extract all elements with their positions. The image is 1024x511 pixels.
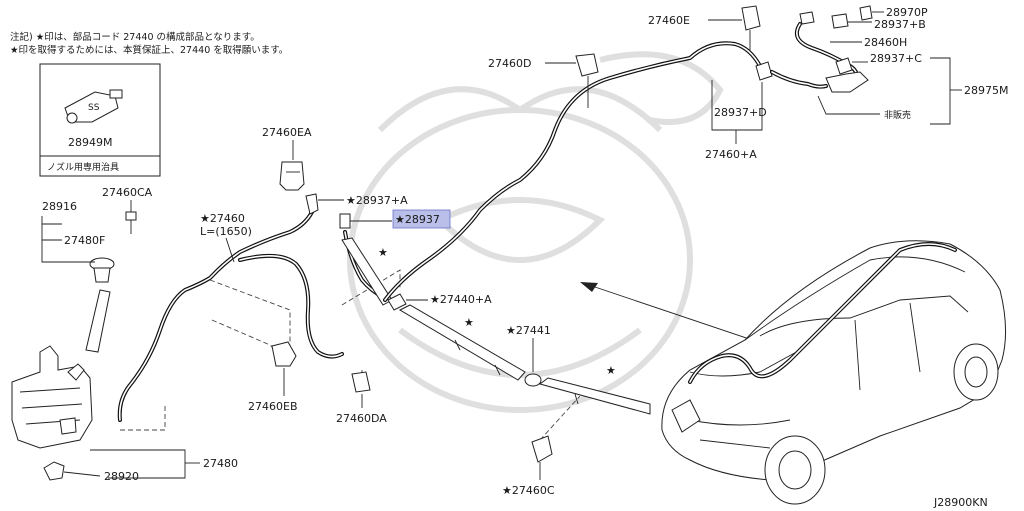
label-star-1: ★ — [378, 246, 388, 259]
washer-nozzle-strip — [341, 237, 651, 415]
joint-27441-icon — [524, 373, 542, 387]
label-28937B[interactable]: 28937+B — [874, 18, 926, 31]
label-28937-highlighted[interactable]: ★28937 — [395, 213, 440, 226]
label-27480F[interactable]: 27480F — [64, 234, 105, 247]
watermark-emblem — [347, 51, 724, 413]
label-27460EA[interactable]: 27460EA — [262, 126, 312, 139]
note-line-1: 注記) ★印は、部品コード 27440 の構成部品となります。 — [10, 31, 260, 43]
label-28937D[interactable]: 28937+D — [714, 106, 767, 119]
washer-tank — [11, 257, 115, 449]
connector-28937B-icon — [831, 13, 849, 29]
label-28460H[interactable]: 28460H — [864, 36, 907, 49]
label-star-3: ★ — [606, 364, 616, 377]
connector-28937D-icon — [755, 61, 773, 81]
label-28920[interactable]: 28920 — [104, 470, 139, 483]
label-28970P[interactable]: 28970P — [886, 6, 928, 19]
highlight-box-28937 — [392, 209, 451, 229]
clip-27460EB-icon — [271, 341, 297, 367]
connector-28460H-icon — [799, 11, 815, 25]
svg-text:SS: SS — [88, 103, 100, 113]
label-27460-length: L=(1650) — [200, 225, 252, 238]
clip-27460D-icon — [575, 53, 599, 77]
note-line-2: ★印を取得するためには、本質保証上、27440 を取得願います。 — [10, 44, 288, 56]
label-27460C[interactable]: ★27460C — [502, 484, 555, 497]
connector-28937C-icon — [835, 57, 853, 75]
label-27460DA[interactable]: 27460DA — [336, 412, 387, 425]
label-27460E[interactable]: 27460E — [648, 14, 690, 27]
label-hihanbai: 非販売 — [884, 109, 911, 121]
rear-nozzle-28975M-icon — [825, 71, 869, 93]
part-28920-icon — [43, 461, 101, 481]
clip-27460DA-icon — [351, 371, 371, 393]
label-27460-hose[interactable]: ★27460 — [200, 212, 245, 225]
label-27460CA[interactable]: 27460CA — [102, 186, 153, 199]
clip-27460E-icon — [741, 5, 761, 31]
nozzle-27440A-icon — [387, 293, 407, 311]
clip-27460C-icon — [531, 435, 553, 463]
nozzle-tool-inset: SS 28949M ノズル用専用治具 — [39, 63, 161, 177]
label-27480[interactable]: 27480 — [203, 457, 238, 470]
label-28937C[interactable]: 28937+C — [870, 52, 922, 65]
label-27460EB[interactable]: 27460EB — [248, 400, 298, 413]
label-27460-plus-A[interactable]: 27460+A — [705, 148, 757, 161]
label-27441[interactable]: ★27441 — [506, 324, 551, 337]
connector-28937-icon — [339, 213, 351, 229]
label-27440A[interactable]: ★27440+A — [430, 293, 492, 306]
diagram-code: J28900KN — [933, 496, 988, 509]
label-28975M[interactable]: 28975M — [964, 84, 1008, 97]
rear-nozzle-28970P-icon — [859, 5, 873, 21]
clip-27460EA-icon — [279, 161, 305, 191]
label-27460D[interactable]: 27460D — [488, 57, 531, 70]
bolt-27460CA-icon — [125, 200, 137, 234]
inset-caption: ノズル用専用治具 — [47, 161, 119, 173]
connector-28937A-icon — [305, 193, 319, 215]
label-28949M[interactable]: 28949M — [68, 136, 112, 149]
label-28916[interactable]: 28916 — [42, 200, 77, 213]
label-star-2: ★ — [464, 316, 474, 329]
label-28937A[interactable]: ★28937+A — [346, 194, 408, 207]
arrow-head-icon — [580, 282, 598, 292]
vehicle-illustration — [661, 240, 1007, 505]
nozzle-tool-icon: SS — [64, 89, 123, 124]
